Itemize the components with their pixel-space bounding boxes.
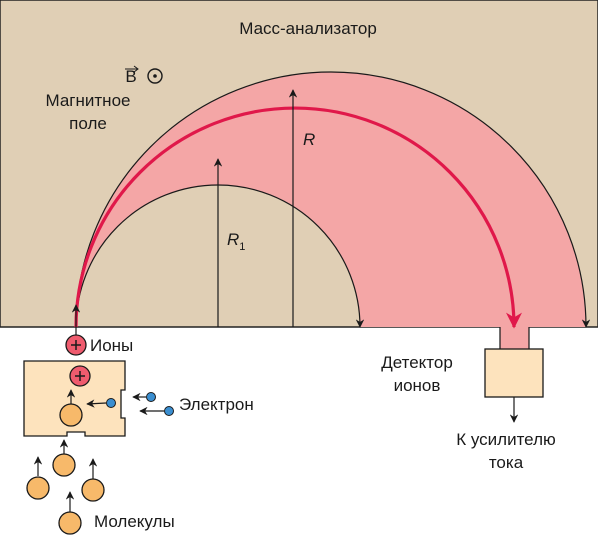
molecule-4: [58, 511, 82, 535]
ion-detector: [484, 348, 544, 398]
molecule-in-chamber: [59, 403, 83, 427]
amplifier-label-line2: тока: [489, 453, 524, 472]
electron-label: Электрон: [179, 395, 254, 414]
molecule-1: [26, 476, 50, 500]
outer-radius-label: R: [303, 130, 315, 149]
field-label-line2: поле: [69, 114, 107, 133]
outer-boundary-arc: [75, 71, 591, 328]
title: Масс-анализатор: [239, 19, 377, 38]
inner-radius-label: R1: [227, 230, 245, 253]
electron-2: [146, 392, 156, 402]
detector-label-line2: ионов: [394, 376, 441, 395]
inner-radius-subscript: 1: [239, 241, 245, 253]
ionization-chamber: [23, 360, 126, 437]
ion-trajectory: [74, 106, 522, 329]
electron-1: [106, 398, 116, 408]
amplifier-label-line1: К усилителю: [456, 430, 556, 449]
molecule-3: [81, 478, 105, 502]
electron-3: [164, 406, 174, 416]
ions-label: Ионы: [90, 336, 133, 355]
ion-path-band: [76, 72, 586, 327]
out-of-page-icon: [147, 68, 163, 84]
molecule-2: [52, 453, 76, 477]
vector-arrow-mark: [125, 65, 139, 73]
field-label-line1: Магнитное: [46, 91, 131, 110]
field-vector-symbol: B: [125, 67, 136, 86]
detector-label-line1: Детектор: [381, 353, 453, 372]
molecules-label: Молекулы: [94, 512, 175, 531]
